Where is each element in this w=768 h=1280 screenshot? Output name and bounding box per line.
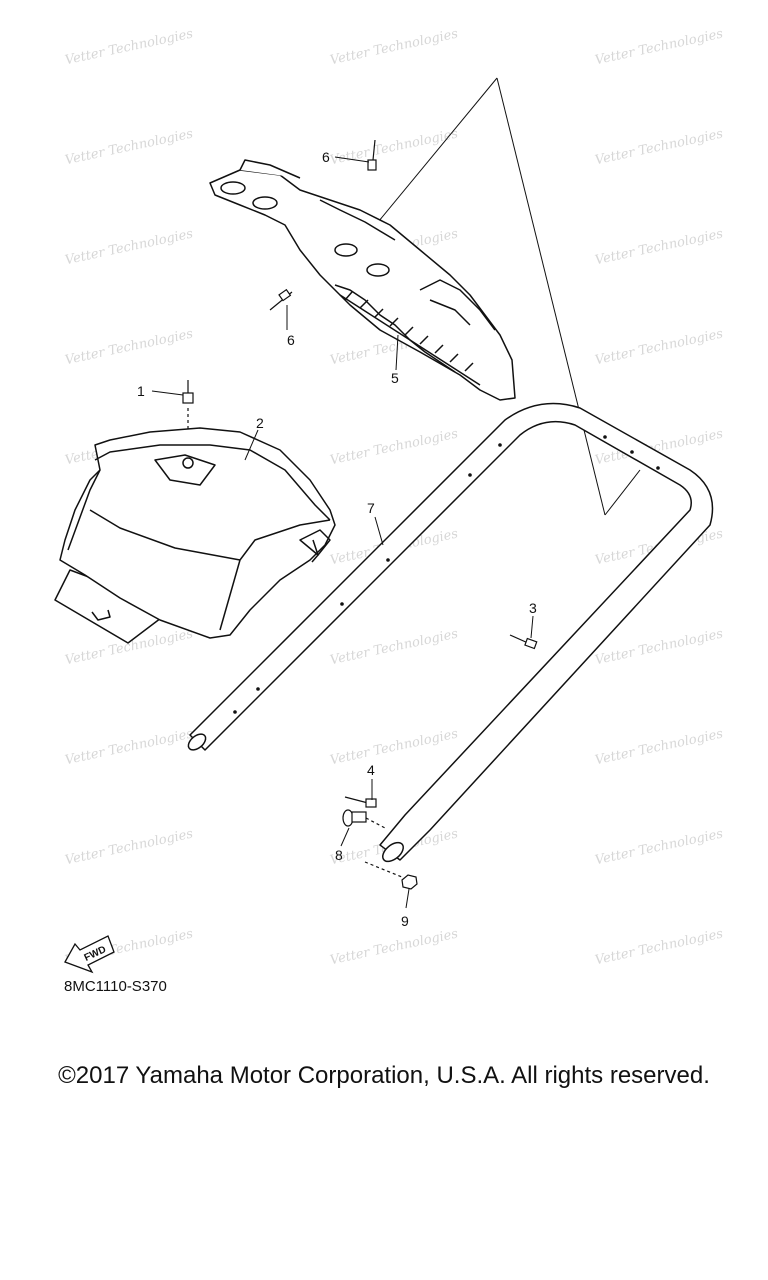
nut-9-part	[364, 861, 418, 890]
callout-6-lower: 6	[287, 332, 295, 348]
rear-bracket-part	[209, 159, 516, 401]
watermark-text: Vetter Technologies	[329, 626, 460, 668]
bolt-8-part	[342, 809, 386, 829]
watermark-text: Vetter Technologies	[64, 826, 195, 868]
watermark-text: Vetter Technologies	[594, 326, 725, 368]
rivet-6-lower-part	[269, 288, 293, 311]
callout-leaders	[151, 156, 534, 909]
watermark-text: Vetter Technologies	[329, 26, 460, 68]
rack-frame-part	[187, 402, 714, 863]
diagram-code: 8MC1110-S370	[64, 978, 167, 995]
callout-labels: 6 6 1 2 5 7 3 4 8 9	[137, 149, 537, 929]
callout-3: 3	[529, 600, 537, 616]
watermark-text: Vetter Technologies	[329, 726, 460, 768]
copyright-text: ©2017 Yamaha Motor Corporation, U.S.A. A…	[58, 1062, 710, 1089]
storage-bag-part	[54, 427, 336, 644]
watermark-text: Vetter Technologies	[64, 26, 195, 68]
callout-8: 8	[335, 847, 343, 863]
watermark-text: Vetter Technologies	[64, 326, 195, 368]
watermark-text: Vetter Technologies	[594, 626, 725, 668]
rivet-6-upper-part	[367, 139, 377, 171]
watermark-text: Vetter Technologies	[594, 226, 725, 268]
bolt-4-part	[344, 796, 377, 808]
watermark-text: Vetter Technologies	[64, 726, 195, 768]
watermark-text: Vetter Technologies	[594, 126, 725, 168]
callout-1: 1	[137, 383, 145, 399]
rivet-1-part	[182, 380, 194, 455]
callout-2: 2	[256, 415, 264, 431]
watermark-text: Vetter Technologies	[329, 426, 460, 468]
callout-6-upper: 6	[322, 149, 330, 165]
bolt-3-part	[509, 634, 538, 650]
watermark-text: Vetter Technologies	[64, 226, 195, 268]
watermark-text: Vetter Technologies	[594, 26, 725, 68]
watermark-text: Vetter Technologies	[594, 726, 725, 768]
watermark-text: Vetter Technologies	[594, 926, 725, 968]
fwd-arrow-icon: FWD	[64, 935, 115, 974]
callout-5: 5	[391, 370, 399, 386]
watermark-text: Vetter Technologies	[64, 126, 195, 168]
watermark-text: Vetter Technologies	[594, 826, 725, 868]
watermark-text: Vetter Technologies	[329, 926, 460, 968]
callout-4: 4	[367, 762, 375, 778]
callout-9: 9	[401, 913, 409, 929]
callout-7: 7	[367, 500, 375, 516]
